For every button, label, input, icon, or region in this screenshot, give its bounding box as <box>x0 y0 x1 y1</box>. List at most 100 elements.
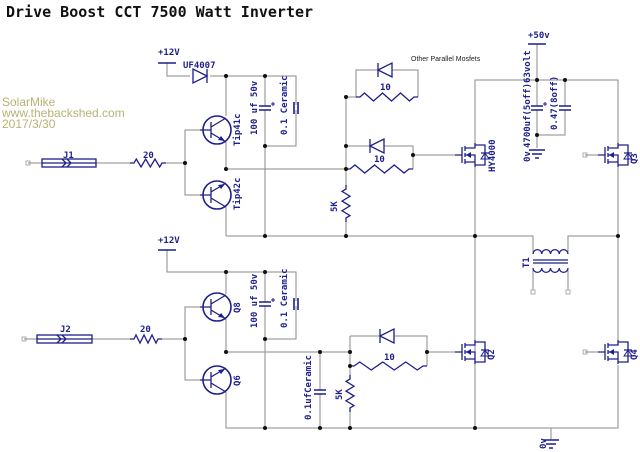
mosfet-q3-label: Q3 <box>630 153 640 164</box>
stroke <box>200 182 227 208</box>
resistor-20-top <box>130 157 166 169</box>
stroke <box>376 61 393 79</box>
wire <box>346 69 378 98</box>
stroke <box>378 327 395 345</box>
supply-label-top: +12V <box>158 48 180 58</box>
mosfet-q3 <box>598 143 633 167</box>
film-cap-label: 0.47(8off) <box>550 76 560 130</box>
wire <box>474 79 619 143</box>
resistor-10-parallel <box>356 92 418 102</box>
gate-resistor-parallel-label: 10 <box>380 83 391 93</box>
ceramic-cap-bottom <box>293 298 299 310</box>
pulldown-bottom-label: 5K <box>335 389 345 400</box>
junction-dot <box>344 167 348 171</box>
ground-bottom-label: 0v <box>539 438 549 449</box>
page-title: Drive Boost CCT 7500 Watt Inverter <box>6 3 313 21</box>
stroke <box>455 143 489 167</box>
wire <box>184 306 200 381</box>
stroke <box>340 185 352 222</box>
junction-dot <box>344 144 348 148</box>
transistor-tip42c <box>200 180 232 210</box>
terminal <box>582 349 588 355</box>
stroke <box>192 67 209 85</box>
junction-dot <box>263 144 267 148</box>
resistor-20-bottom <box>130 333 162 345</box>
transistor-tip41c <box>200 115 232 145</box>
stroke <box>200 294 227 320</box>
emitter-arrow <box>218 136 225 141</box>
wire <box>537 110 566 136</box>
junction-dot <box>535 78 539 82</box>
emitter-arrow <box>218 369 225 374</box>
diode-gate-bottom <box>378 327 395 345</box>
pnp-top-label: Tip42c <box>232 177 243 210</box>
junction-dot <box>224 74 228 78</box>
junction-dot <box>183 337 187 341</box>
gate-resistor-bottom-label: 10 <box>384 353 395 363</box>
junction-dot <box>344 95 348 99</box>
resistor-20-bottom-label: 20 <box>140 325 151 335</box>
diode-uf4007 <box>192 67 209 85</box>
mosfet-arrow <box>466 152 471 158</box>
diode-gate-top <box>368 137 385 155</box>
junction-dot <box>318 350 322 354</box>
decoupling-cap <box>314 389 326 395</box>
junction-dot <box>563 78 567 82</box>
stroke <box>455 340 489 364</box>
emitter-arrow <box>218 184 225 189</box>
stroke <box>259 105 271 111</box>
pnp-bottom-label: Q6 <box>233 375 243 386</box>
mosfet-arrow <box>609 152 614 158</box>
stroke <box>559 105 571 111</box>
wire <box>166 250 297 301</box>
stroke <box>130 333 162 345</box>
wire <box>567 235 618 252</box>
stroke <box>130 157 166 169</box>
connector-j1-label: J1 <box>63 151 74 161</box>
stroke <box>356 92 418 102</box>
wire <box>394 335 428 366</box>
wire <box>210 75 297 105</box>
parallel-mosfets-note: Other Parallel Mosfets <box>411 56 481 63</box>
mosfet-arrow <box>466 349 471 355</box>
emitter-arrow <box>218 313 225 318</box>
junction-dot <box>425 350 429 354</box>
stroke <box>314 389 326 395</box>
resistor-10-top <box>346 164 413 174</box>
bulk-cap-label: 4700uf(5off)63volt <box>523 50 533 148</box>
wire <box>384 145 414 169</box>
junction-dot <box>263 74 267 78</box>
junction-dot <box>411 153 415 157</box>
wire <box>166 63 190 77</box>
resistor-10-bottom <box>350 361 427 371</box>
junction-dot <box>348 350 352 354</box>
wire <box>265 306 297 340</box>
junction-dot <box>263 234 267 238</box>
npn-top-label: Tip41c <box>232 113 243 146</box>
wire <box>226 235 534 252</box>
mosfet-q4-label: Q4 <box>630 349 640 360</box>
mosfet-arrow <box>609 349 614 355</box>
terminal <box>21 336 27 342</box>
stroke <box>271 102 275 106</box>
pulldown-5k-top <box>340 185 352 222</box>
film-cap <box>559 105 571 111</box>
body-diode <box>480 152 490 160</box>
wire <box>392 69 419 97</box>
ground-bottom <box>543 439 559 449</box>
connector-j2 <box>36 334 93 344</box>
supply-50v-label: +50v <box>528 31 550 41</box>
mosfet-q2 <box>455 340 490 364</box>
junction-dot <box>224 167 228 171</box>
ceramic-cap-top <box>293 102 299 114</box>
stroke <box>293 298 299 310</box>
transformer-t1 <box>532 248 569 274</box>
stroke <box>529 149 545 159</box>
bulk-cap <box>531 102 547 111</box>
junction-dot <box>263 337 267 341</box>
stroke <box>259 301 271 307</box>
diode-parallel <box>376 61 393 79</box>
terminal <box>565 289 571 295</box>
stroke <box>346 164 413 174</box>
diode-label: UF4007 <box>183 61 216 71</box>
